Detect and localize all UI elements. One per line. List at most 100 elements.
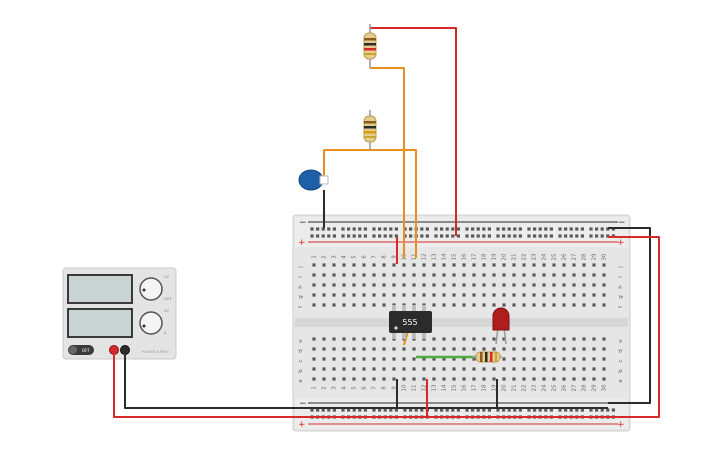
rail-hole[interactable] bbox=[347, 234, 351, 238]
rail-hole[interactable] bbox=[471, 408, 475, 412]
rail-hole[interactable] bbox=[389, 234, 393, 238]
terminal-hole[interactable] bbox=[312, 283, 316, 287]
terminal-hole[interactable] bbox=[562, 293, 566, 297]
terminal-hole[interactable] bbox=[492, 293, 496, 297]
terminal-hole[interactable] bbox=[392, 293, 396, 297]
resistor-r2[interactable] bbox=[363, 110, 377, 150]
power-supply[interactable]: CV OUT CC A OFF POWER SUPPLY bbox=[62, 267, 177, 360]
terminal-hole[interactable] bbox=[432, 263, 436, 267]
rail-hole[interactable] bbox=[332, 227, 336, 231]
terminal-hole[interactable] bbox=[352, 283, 356, 287]
terminal-hole[interactable] bbox=[552, 263, 556, 267]
rail-hole[interactable] bbox=[383, 227, 387, 231]
rail-hole[interactable] bbox=[352, 408, 356, 412]
wire-rail-bridge-positive[interactable] bbox=[608, 236, 660, 418]
terminal-hole[interactable] bbox=[552, 293, 556, 297]
terminal-hole[interactable] bbox=[442, 357, 446, 361]
terminal-hole[interactable] bbox=[502, 377, 506, 381]
terminal-hole[interactable] bbox=[482, 263, 486, 267]
rail-hole[interactable] bbox=[451, 234, 455, 238]
terminal-hole[interactable] bbox=[352, 263, 356, 267]
terminal-hole[interactable] bbox=[422, 263, 426, 267]
terminal-hole[interactable] bbox=[392, 377, 396, 381]
rail-hole[interactable] bbox=[332, 234, 336, 238]
terminal-hole[interactable] bbox=[542, 377, 546, 381]
rail-hole[interactable] bbox=[327, 408, 331, 412]
terminal-hole[interactable] bbox=[332, 377, 336, 381]
rail-hole[interactable] bbox=[538, 227, 542, 231]
terminal-hole[interactable] bbox=[402, 263, 406, 267]
terminal-hole[interactable] bbox=[582, 337, 586, 341]
rail-hole[interactable] bbox=[589, 234, 593, 238]
terminal-hole[interactable] bbox=[482, 377, 486, 381]
rail-hole[interactable] bbox=[569, 234, 573, 238]
terminal-hole[interactable] bbox=[412, 377, 416, 381]
terminal-hole[interactable] bbox=[402, 367, 406, 371]
terminal-hole[interactable] bbox=[562, 263, 566, 267]
terminal-hole[interactable] bbox=[592, 337, 596, 341]
terminal-hole[interactable] bbox=[382, 377, 386, 381]
terminal-hole[interactable] bbox=[572, 347, 576, 351]
terminal-hole[interactable] bbox=[572, 337, 576, 341]
terminal-hole[interactable] bbox=[352, 357, 356, 361]
terminal-hole[interactable] bbox=[452, 357, 456, 361]
terminal-hole[interactable] bbox=[572, 293, 576, 297]
terminal-hole[interactable] bbox=[392, 283, 396, 287]
terminal-hole[interactable] bbox=[432, 283, 436, 287]
rail-hole[interactable] bbox=[445, 234, 449, 238]
terminal-hole[interactable] bbox=[432, 347, 436, 351]
terminal-hole[interactable] bbox=[452, 293, 456, 297]
terminal-hole[interactable] bbox=[532, 357, 536, 361]
terminal-hole[interactable] bbox=[442, 347, 446, 351]
terminal-hole[interactable] bbox=[462, 283, 466, 287]
terminal-hole[interactable] bbox=[552, 283, 556, 287]
terminal-hole[interactable] bbox=[382, 303, 386, 307]
rail-hole[interactable] bbox=[425, 234, 429, 238]
terminal-hole[interactable] bbox=[522, 273, 526, 277]
terminal-hole[interactable] bbox=[502, 293, 506, 297]
rail-hole[interactable] bbox=[527, 234, 531, 238]
terminal-hole[interactable] bbox=[552, 273, 556, 277]
rail-hole[interactable] bbox=[589, 408, 593, 412]
terminal-hole[interactable] bbox=[462, 377, 466, 381]
rail-hole[interactable] bbox=[518, 227, 522, 231]
terminal-hole[interactable] bbox=[352, 337, 356, 341]
rail-hole[interactable] bbox=[518, 408, 522, 412]
terminal-hole[interactable] bbox=[372, 283, 376, 287]
terminal-hole[interactable] bbox=[332, 293, 336, 297]
rail-hole[interactable] bbox=[595, 227, 599, 231]
resistor-r1[interactable] bbox=[363, 24, 377, 68]
terminal-hole[interactable] bbox=[532, 337, 536, 341]
terminal-hole[interactable] bbox=[422, 283, 426, 287]
terminal-hole[interactable] bbox=[412, 357, 416, 361]
rail-hole[interactable] bbox=[327, 227, 331, 231]
terminal-hole[interactable] bbox=[582, 303, 586, 307]
rail-hole[interactable] bbox=[372, 227, 376, 231]
terminal-hole[interactable] bbox=[432, 337, 436, 341]
terminal-hole[interactable] bbox=[512, 293, 516, 297]
rail-hole[interactable] bbox=[332, 408, 336, 412]
terminal-hole[interactable] bbox=[522, 293, 526, 297]
terminal-hole[interactable] bbox=[582, 273, 586, 277]
terminal-hole[interactable] bbox=[322, 283, 326, 287]
rail-hole[interactable] bbox=[347, 227, 351, 231]
terminal-hole[interactable] bbox=[492, 377, 496, 381]
terminal-hole[interactable] bbox=[532, 293, 536, 297]
terminal-hole[interactable] bbox=[342, 263, 346, 267]
terminal-hole[interactable] bbox=[312, 367, 316, 371]
terminal-hole[interactable] bbox=[322, 337, 326, 341]
resistor-r3[interactable] bbox=[472, 351, 502, 363]
terminal-hole[interactable] bbox=[582, 347, 586, 351]
rail-hole[interactable] bbox=[487, 227, 491, 231]
rail-hole[interactable] bbox=[372, 408, 376, 412]
terminal-hole[interactable] bbox=[402, 347, 406, 351]
rail-hole[interactable] bbox=[420, 227, 424, 231]
terminal-hole[interactable] bbox=[592, 283, 596, 287]
rail-hole[interactable] bbox=[564, 227, 568, 231]
terminal-hole[interactable] bbox=[312, 377, 316, 381]
terminal-hole[interactable] bbox=[372, 263, 376, 267]
terminal-hole[interactable] bbox=[372, 303, 376, 307]
terminal-hole[interactable] bbox=[462, 273, 466, 277]
rail-hole[interactable] bbox=[482, 234, 486, 238]
terminal-hole[interactable] bbox=[452, 347, 456, 351]
